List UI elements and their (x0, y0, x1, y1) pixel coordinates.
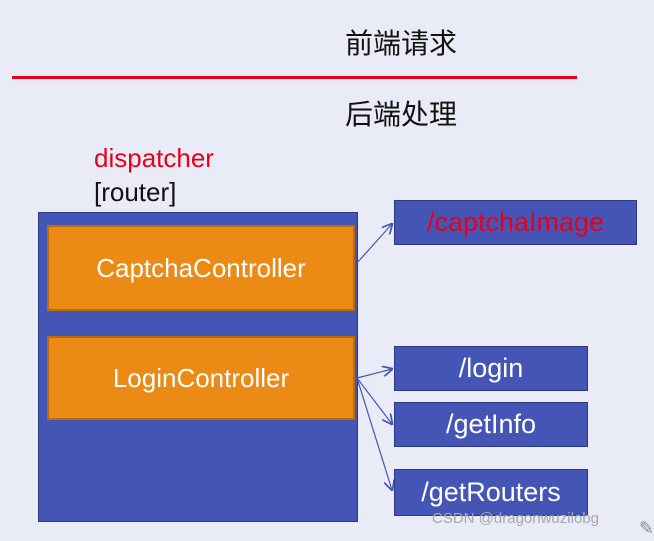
endpoint-captcha-image: /captchaImage (394, 200, 637, 245)
router-label: [router] (94, 177, 177, 207)
arrow-login-to-getrouters (356, 377, 392, 490)
arrow-login-to-login (356, 369, 392, 379)
login-controller-box: LoginController (47, 336, 355, 420)
endpoint-login-label: /login (458, 353, 524, 383)
watermark: CSDN @dragonwuzilobg (432, 510, 599, 527)
backend-processing-label: 后端处理 (345, 98, 458, 131)
frontend-backend-divider (12, 76, 577, 79)
login-controller-label: LoginController (112, 362, 290, 393)
endpoint-get-routers-label: /getRouters (421, 477, 561, 507)
endpoint-get-info: /getInfo (394, 402, 588, 447)
arrow-captcha-to-captchaimage (356, 224, 392, 264)
dispatcher-label: dispatcher (94, 143, 214, 173)
corner-glyph-icon: ✎ (639, 518, 654, 538)
endpoint-get-info-label: /getInfo (445, 409, 537, 439)
arrow-login-to-getinfo (356, 377, 392, 424)
endpoint-login: /login (394, 346, 588, 391)
frontend-request-label: 前端请求 (345, 27, 458, 60)
captcha-controller-label: CaptchaController (96, 252, 306, 283)
captcha-controller-box: CaptchaController (47, 225, 355, 311)
endpoint-captcha-image-label: /captchaImage (426, 207, 605, 237)
endpoint-get-routers: /getRouters (394, 469, 588, 516)
